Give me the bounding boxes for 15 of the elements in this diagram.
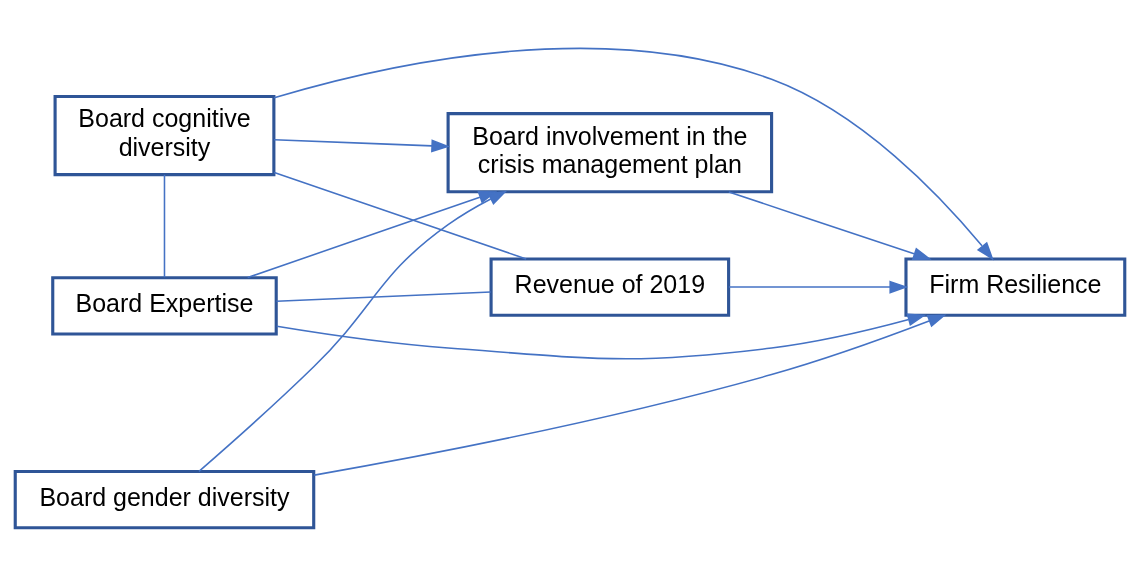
connector (163, 173, 166, 278)
arrow (728, 280, 909, 294)
node-box: Firm Resilience (904, 256, 1127, 317)
node-box: Revenue of 2019 (489, 256, 731, 317)
arrow (313, 313, 947, 476)
arrow (276, 312, 927, 360)
node-box: Board Expertise (51, 275, 278, 336)
node-box: Board cognitive diversity (53, 94, 276, 176)
node-box: Board gender diversity (13, 469, 316, 529)
arrow (728, 190, 932, 260)
connector (275, 290, 492, 302)
node-box: Board involvement in the crisis management plan (446, 111, 774, 193)
arrow (273, 138, 451, 152)
connector (273, 171, 527, 260)
arrow (273, 47, 994, 260)
